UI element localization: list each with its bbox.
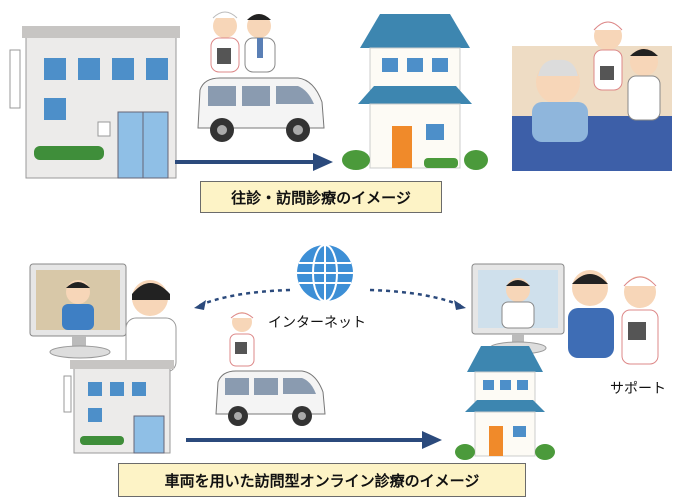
nurse-icon <box>229 312 255 367</box>
connection-arrows <box>194 288 466 310</box>
doctor-icon <box>125 280 177 373</box>
support-label: サポート <box>610 381 666 397</box>
bottom-caption: 車両を用いた訪問型オンライン診療のイメージ <box>118 463 526 497</box>
monitor-patient-icon <box>29 263 127 359</box>
house-icon <box>455 346 555 460</box>
top-caption: 往診・訪問診療のイメージ <box>200 181 442 213</box>
doctor-nurse-pair-icon <box>210 11 276 73</box>
clinic-building-icon <box>63 360 174 454</box>
van-icon <box>215 370 326 426</box>
internet-label: インターネット <box>268 315 366 331</box>
globe-icon <box>297 244 353 302</box>
monitor-doctor-icon <box>471 263 565 355</box>
route-arrow <box>186 431 442 449</box>
van-icon <box>197 77 325 142</box>
route-arrow <box>175 153 333 171</box>
house-icon <box>342 14 488 170</box>
clinic-building-icon <box>9 26 180 179</box>
patient-visit-icon <box>512 21 672 171</box>
nurse-doctor-support-icon <box>568 270 659 365</box>
